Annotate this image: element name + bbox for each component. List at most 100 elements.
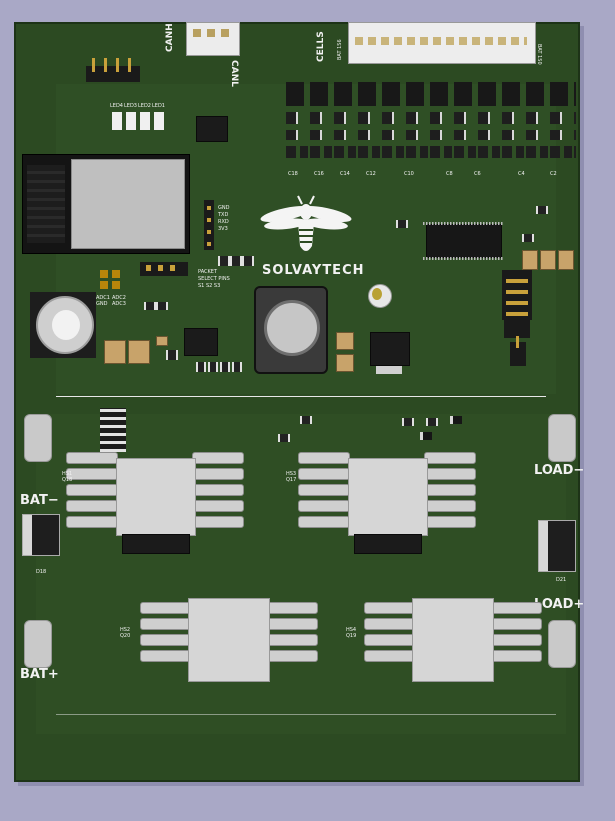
d21-label: D21 [556, 577, 567, 583]
resistor-r51 [536, 206, 548, 214]
ref-c16: C16 [314, 171, 324, 177]
select-pins-label: SELECT PINS [198, 276, 230, 282]
bms-ic-u1 [423, 222, 503, 260]
bat-minus-pad[interactable] [24, 414, 52, 462]
load-plus-pad[interactable] [548, 620, 576, 668]
ref-c6: C6 [474, 171, 481, 177]
balancing-fet-row [286, 82, 576, 106]
cells-connector [348, 22, 536, 64]
adc-right-2: ADC3 [112, 301, 126, 307]
resistor-r74 [230, 256, 242, 266]
config-header [502, 270, 532, 320]
resistor-r76 [156, 302, 168, 310]
ref-c2: C2 [550, 171, 557, 177]
uart-rxd: RXD [218, 219, 229, 225]
ic-u2 [184, 328, 218, 356]
resistor-r56 [278, 434, 290, 442]
resistor-c44 [242, 256, 254, 266]
gate-resistor-strip [100, 408, 126, 452]
heatsink-hs4 [364, 598, 542, 688]
diode-d20 [450, 416, 462, 424]
ref-c18: C18 [288, 171, 298, 177]
led2-label: LED2 [138, 103, 151, 109]
diode-d10 [420, 432, 432, 440]
esp32-shield [71, 159, 185, 249]
d18-label: D18 [36, 569, 47, 575]
bat-pin-right-label: BAT 1S0 [536, 44, 542, 65]
electrolytic-cap-small [368, 284, 392, 312]
can-l-label: CANL [229, 60, 239, 87]
cells-label: CELLS [316, 31, 326, 62]
ic-small-top [196, 116, 228, 142]
regulator-tab [376, 366, 402, 374]
uart-header-vertical [204, 200, 214, 250]
regulator-u3 [370, 332, 410, 366]
resistor-r65 [196, 362, 206, 372]
resistor-r57 [300, 416, 312, 424]
resistor-c42 [232, 362, 242, 372]
balancing-resistor-row-2 [286, 130, 576, 140]
ref-c10: C10 [404, 171, 414, 177]
resistor-r58 [402, 418, 414, 426]
can-h-label: CANH [165, 23, 175, 52]
hs4-label: HS4 [346, 627, 357, 633]
s-pins-label: S1 S2 S3 [198, 283, 221, 289]
heatsink-hs3 [298, 452, 476, 554]
load-minus-label: LOAD− [534, 463, 585, 478]
bat-minus-label: BAT− [20, 493, 59, 508]
load-plus-label: LOAD+ [534, 597, 585, 612]
ref-c4: C4 [518, 171, 525, 177]
resistor-r73 [218, 256, 230, 266]
hs3-label: HS3 [286, 471, 297, 477]
heatsink-hs1 [66, 452, 244, 554]
esp32-module [22, 154, 190, 254]
bottom-outline [56, 714, 556, 716]
resistor-r55 [396, 220, 408, 228]
q20-label: Q20 [120, 633, 131, 639]
brand-logo-text: SOLVAYTECH [262, 263, 365, 278]
led-array [112, 112, 168, 130]
led4-label: LED4 [110, 103, 123, 109]
firefly-logo-icon [260, 195, 352, 251]
resistor-r75 [144, 302, 156, 310]
load-minus-pad[interactable] [548, 414, 576, 462]
config-header-2 [504, 320, 530, 338]
pcb-board: CANH CANL CELLS BAT 1S6 BAT 1S0 C18 C16 … [14, 22, 584, 782]
uart-header [86, 58, 140, 82]
cap-c33 [336, 354, 354, 372]
ref-c8: C8 [446, 171, 453, 177]
inductor-l1 [254, 286, 328, 374]
led1-label: LED1 [152, 103, 165, 109]
power-section-outline [56, 396, 546, 398]
balancing-resistor-row [286, 112, 576, 124]
cap-c37 [156, 336, 168, 346]
cap-c28c [558, 250, 574, 270]
diode-d21 [538, 520, 576, 572]
q18-label: Q18 [62, 477, 73, 483]
uart-3v3: 3V3 [218, 226, 228, 232]
cap-labels-row: C18 C16 C14 C12 C10 C8 C6 C4 C2 [288, 172, 578, 180]
resistor-r59 [426, 418, 438, 426]
hs1-label: HS1 [62, 471, 73, 477]
cap-c35 [104, 340, 126, 364]
cap-c32 [336, 332, 354, 350]
esp32-antenna [27, 165, 65, 243]
uart-gnd: GND [218, 205, 230, 211]
resistor-r52 [522, 234, 534, 242]
cap-c36 [128, 340, 150, 364]
adc-left-1: ADC1 [96, 295, 110, 301]
ref-c14: C14 [340, 171, 350, 177]
resistor-group-mid [166, 350, 178, 360]
uart-labels: GND TXD RXD 3V3 [218, 206, 230, 236]
config-header-3 [510, 336, 526, 366]
bat-plus-pad[interactable] [24, 620, 52, 668]
electrolytic-cap-large [30, 292, 96, 358]
q17-label: Q17 [286, 477, 297, 483]
adc-left-2: GND [96, 301, 108, 307]
packet-label: PACKET [198, 269, 218, 275]
ref-c12: C12 [366, 171, 376, 177]
can-connector [186, 22, 240, 56]
led-labels: LED4 LED3 LED2 LED1 [110, 104, 180, 110]
bat-plus-label: BAT+ [20, 667, 59, 682]
select-header [140, 262, 188, 276]
